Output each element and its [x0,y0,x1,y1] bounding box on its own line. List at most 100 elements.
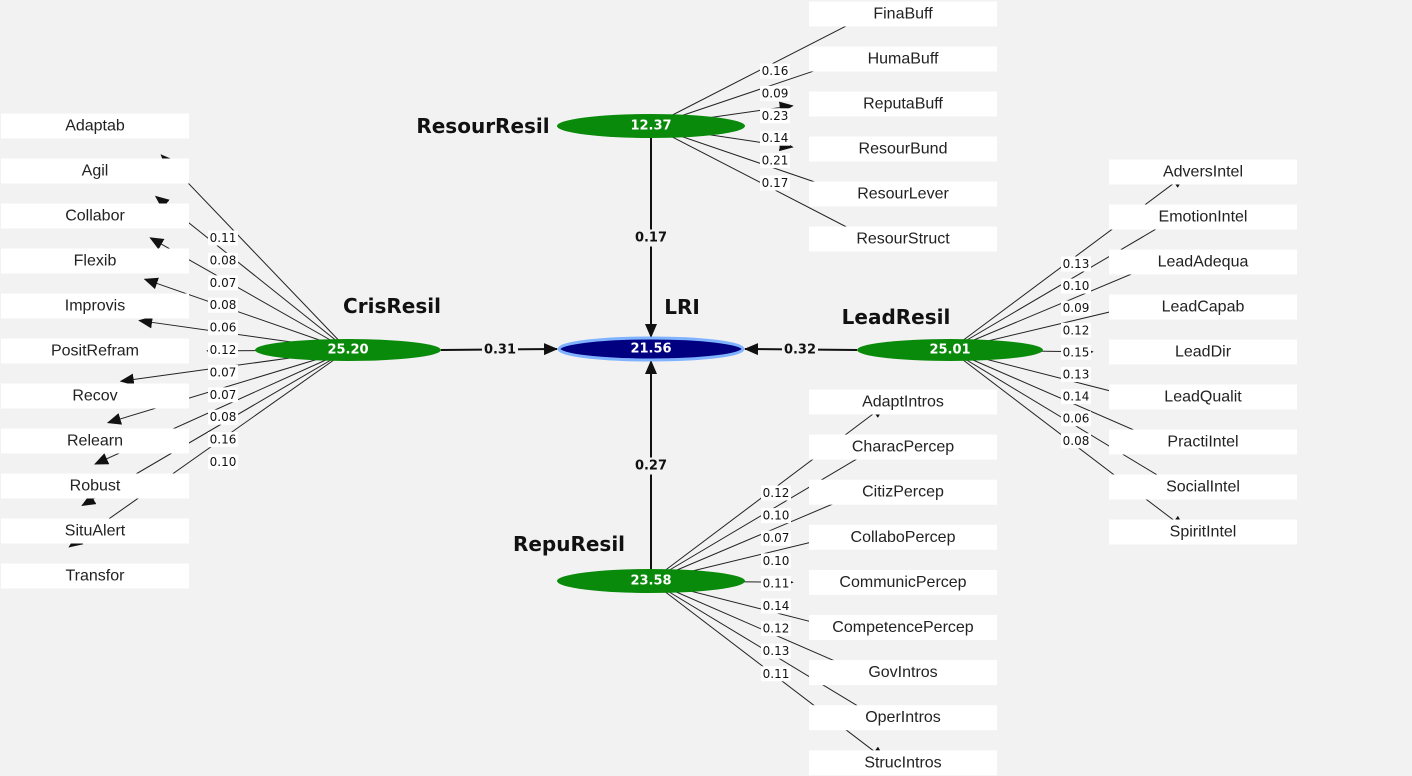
weight-resour-resourlever: 0.21 [762,154,789,168]
path-coefficient-resour: 0.17 [635,231,667,246]
weight-repu-strucintros: 0.11 [763,667,790,681]
indicator-label: Agil [82,163,109,180]
indicator-box [1109,159,1297,185]
path-coef-bg-lead [782,341,818,359]
indicator-box [809,705,997,731]
indicator-adaptab: Adaptab [1,113,189,139]
indicator-label: Recov [72,388,117,405]
indicator-box [809,136,997,162]
indicator-box [1,113,189,139]
weight-cris-transfor-bg [208,454,238,470]
path-coef-bg-resour [633,229,669,247]
nodes-layer: FinaBuffHumaBuffReputaBuffResourBundReso… [1,1,1297,776]
weight-lead-leaddir-bg [1061,344,1091,360]
indicator-improvis: Improvis [1,293,189,319]
target-lri-ellipse [557,336,745,362]
weight-cris-adaptab: 0.11 [210,231,237,245]
indicator-box [1109,294,1297,320]
indicator-resourstruct: ResourStruct [809,226,997,252]
indicator-resourlever: ResourLever [809,181,997,207]
indicator-collabor: Collabor [1,203,189,229]
indicator-flexib: Flexib [1,248,189,274]
indicator-label: FinaBuff [873,6,933,23]
weight-repu-citizpercep-bg [761,530,791,546]
weight-cris-transfor: 0.10 [210,455,237,469]
edge-cris-transfor [68,349,349,548]
indicator-box [809,569,997,595]
weight-cris-collabor-bg [208,275,238,291]
weight-repu-competencepercep: 0.14 [763,599,790,613]
weight-resour-finabuff: 0.16 [762,64,789,78]
weight-cris-flexib-bg [208,297,238,313]
indicator-label: PractiIntel [1167,434,1238,451]
indicator-box [809,524,997,550]
path-coefficient-repu: 0.27 [635,459,667,474]
indicator-label: LeadQualit [1164,389,1242,406]
indicator-socialintel: SocialIntel [1109,474,1297,500]
weight-resour-humabuff: 0.09 [762,86,789,100]
indicator-label: ResourStruct [856,231,950,248]
indicator-box [809,46,997,72]
indicator-label: LeadDir [1175,344,1232,361]
indicator-box [809,750,997,776]
weight-resour-resourlever-bg [760,153,790,169]
weight-lead-practiintel: 0.14 [1063,390,1090,404]
indicator-resourbund: ResourBund [809,136,997,162]
indicator-label: CitizPercep [862,484,944,501]
indicator-label: Improvis [65,298,125,315]
weight-lead-emotionintel: 0.10 [1063,279,1090,293]
weight-cris-collabor: 0.07 [210,276,237,290]
weight-lead-adversintel-bg [1061,256,1091,272]
weight-cris-robust: 0.08 [210,410,237,424]
indicator-agil: Agil [1,158,189,184]
edge-cris-flexib [143,277,349,351]
indicator-label: EmotionIntel [1159,209,1248,226]
weight-lead-socialintel-bg [1061,411,1091,427]
indicator-label: Adaptab [65,118,125,135]
indicator-box [1,338,189,364]
indicator-label: StrucIntros [864,754,941,771]
construct-repu-ellipse [557,569,745,593]
weight-repu-govintros: 0.12 [763,622,790,636]
indicator-label: CollaboPercep [851,529,956,546]
indicator-operintros: OperIntros [809,705,997,731]
indicator-box [1,518,189,544]
indicator-label: LeadAdequa [1158,254,1249,271]
indicator-label: SpiritIntel [1170,524,1237,541]
indicator-label: ReputaBuff [863,96,943,113]
indicator-situalert: SituAlert [1,518,189,544]
weight-repu-competencepercep-bg [761,598,791,614]
weight-lead-socialintel: 0.06 [1063,412,1090,426]
construct-resour-ellipse [557,114,745,138]
indicator-finabuff: FinaBuff [809,1,997,27]
indicator-leadcapab: LeadCapab [1109,294,1297,320]
weight-repu-strucintros-bg [761,666,791,682]
weight-repu-govintros-bg [761,621,791,637]
construct-resour-value: 12.37 [630,119,671,134]
indicator-leadqualit: LeadQualit [1109,384,1297,410]
construct-cris-value: 25.20 [327,343,368,358]
weight-lead-adversintel: 0.13 [1063,257,1090,271]
weight-resour-resourbund-bg [760,130,790,146]
weight-resour-resourstruct-bg [760,175,790,191]
weight-lead-leadcapab: 0.12 [1063,323,1090,337]
indicator-box [1,563,189,589]
indicator-label: AdversIntel [1163,164,1243,181]
indicator-leaddir: LeadDir [1109,339,1297,365]
weight-lead-leadadequa-bg [1061,300,1091,316]
weight-cris-relearn-bg [208,387,238,403]
path-coef-bg-repu [633,457,669,475]
indicator-box [1109,384,1297,410]
indicator-label: GovIntros [868,664,937,681]
weight-cris-improvis-bg [208,320,238,336]
indicator-label: SocialIntel [1166,479,1240,496]
construct-cris-name: CrisResil [343,294,441,318]
weight-resour-reputabuff: 0.23 [762,109,789,123]
edge-cris-adaptab [160,154,349,351]
indicator-characpercep: CharacPercep [809,434,997,460]
construct-resour-name: ResourResil [416,114,549,138]
indicator-box [1109,474,1297,500]
weight-lead-spiritintel: 0.08 [1063,434,1090,448]
indicator-box [1,248,189,274]
